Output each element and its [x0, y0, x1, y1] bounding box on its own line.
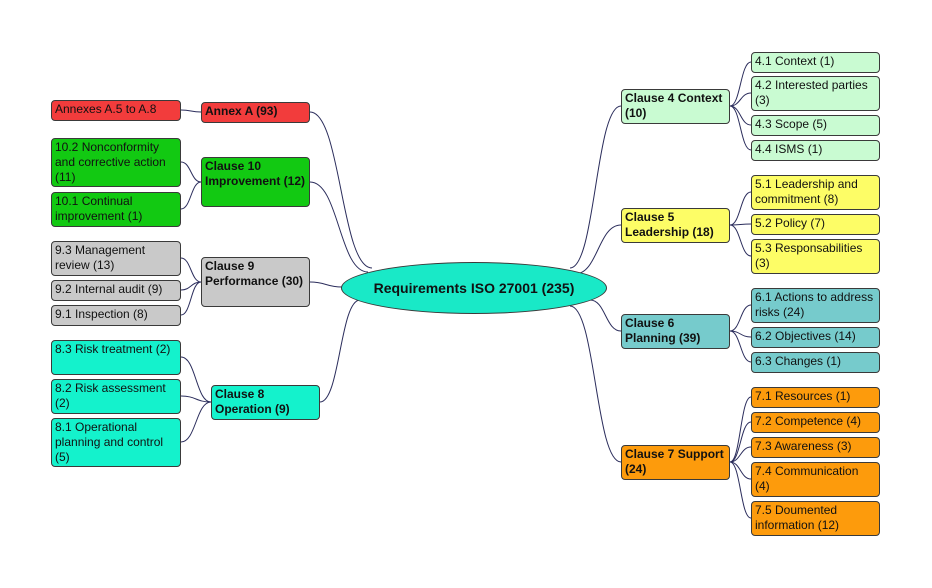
leaf-6-1[interactable]: 6.1 Actions to address risks (24) — [751, 288, 880, 323]
branch-annex-a[interactable]: Annex A (93) — [201, 102, 310, 123]
branch-clause-7[interactable]: Clause 7 Support (24) — [621, 445, 730, 480]
leaf-7-3[interactable]: 7.3 Awareness (3) — [751, 437, 880, 458]
connector-line — [589, 299, 622, 332]
connector-line — [729, 396, 752, 463]
leaf-5-2[interactable]: 5.2 Policy (7) — [751, 214, 880, 235]
connector-line — [309, 181, 369, 273]
leaf-7-1[interactable]: 7.1 Resources (1) — [751, 387, 880, 408]
connector-line — [729, 105, 752, 151]
leaf-5-1[interactable]: 5.1 Leadership and commitment (8) — [751, 175, 880, 210]
connector-line — [180, 401, 212, 443]
leaf-5-3[interactable]: 5.3 Responsabilities (3) — [751, 239, 880, 274]
connector-line — [180, 257, 202, 283]
leaf-7-5[interactable]: 7.5 Doumented information (12) — [751, 501, 880, 536]
leaf-8-2[interactable]: 8.2 Risk assessment (2) — [51, 379, 181, 414]
connector-line — [569, 105, 622, 269]
connector-line — [729, 330, 752, 363]
root-node[interactable]: Requirements ISO 27001 (235) — [341, 262, 607, 314]
leaf-6-2[interactable]: 6.2 Objectives (14) — [751, 327, 880, 348]
connector-line — [309, 281, 343, 288]
connector-line — [180, 109, 202, 113]
connector-line — [574, 224, 622, 275]
leaf-6-3[interactable]: 6.3 Changes (1) — [751, 352, 880, 373]
branch-clause-4[interactable]: Clause 4 Context (10) — [621, 89, 730, 124]
connector-line — [729, 61, 752, 107]
connector-line — [729, 92, 752, 107]
connector-line — [309, 111, 373, 269]
connector-line — [729, 191, 752, 226]
branch-clause-10[interactable]: Clause 10 Improvement (12) — [201, 157, 310, 207]
branch-clause-9[interactable]: Clause 9 Performance (30) — [201, 257, 310, 307]
leaf-9-1[interactable]: 9.1 Inspection (8) — [51, 305, 181, 326]
connector-line — [729, 304, 752, 332]
branch-clause-6[interactable]: Clause 6 Planning (39) — [621, 314, 730, 349]
connector-line — [729, 446, 752, 463]
leaf-7-2[interactable]: 7.2 Competence (4) — [751, 412, 880, 433]
leaf-7-4[interactable]: 7.4 Communication (4) — [751, 462, 880, 497]
leaf-4-4[interactable]: 4.4 ISMS (1) — [751, 140, 880, 161]
leaf-8-1[interactable]: 8.1 Operational planning and control (5) — [51, 418, 181, 467]
branch-clause-8[interactable]: Clause 8 Operation (9) — [211, 385, 320, 420]
leaf-9-3[interactable]: 9.3 Management review (13) — [51, 241, 181, 276]
leaf-8-3[interactable]: 8.3 Risk treatment (2) — [51, 340, 181, 375]
connector-line — [180, 395, 212, 403]
connector-line — [569, 305, 622, 463]
leaf-10-2[interactable]: 10.2 Nonconformity and corrective action… — [51, 138, 181, 187]
connector-line — [729, 223, 752, 226]
connector-line — [180, 181, 202, 210]
connector-line — [729, 461, 752, 519]
leaf-10-1[interactable]: 10.1 Continual improvement (1) — [51, 192, 181, 227]
connector-line — [729, 105, 752, 126]
leaf-annexes-a5-a8[interactable]: Annexes A.5 to A.8 — [51, 100, 181, 121]
leaf-4-3[interactable]: 4.3 Scope (5) — [751, 115, 880, 136]
leaf-9-2[interactable]: 9.2 Internal audit (9) — [51, 280, 181, 301]
branch-clause-5[interactable]: Clause 5 Leadership (18) — [621, 208, 730, 243]
connector-line — [180, 281, 202, 316]
leaf-4-2[interactable]: 4.2 Interested parties (3) — [751, 76, 880, 111]
connector-line — [180, 356, 212, 403]
connector-line — [729, 421, 752, 463]
connector-line — [180, 161, 202, 183]
connector-line — [319, 299, 361, 403]
connector-line — [729, 224, 752, 257]
leaf-4-1[interactable]: 4.1 Context (1) — [751, 52, 880, 73]
